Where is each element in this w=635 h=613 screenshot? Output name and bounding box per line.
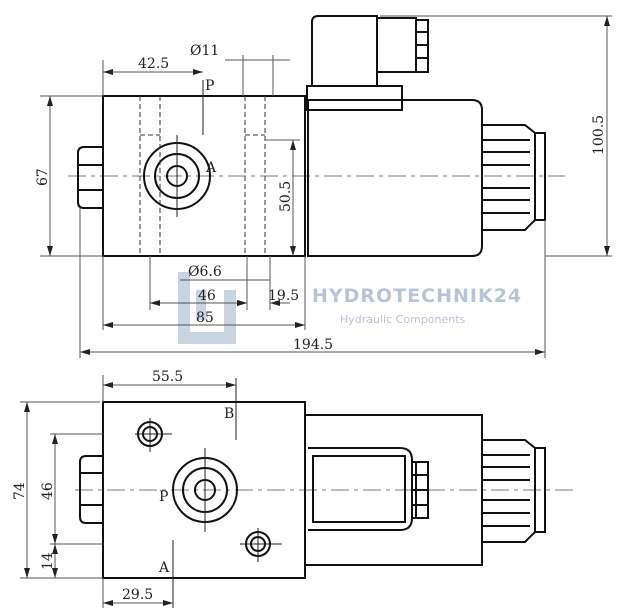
dim-194-5: 194.5 [293,337,333,353]
manual-override-knob [482,124,546,231]
dim-74: 74 [12,482,28,500]
watermark-tagline: Hydraulic Components [340,313,466,326]
manual-override-knob [482,439,546,543]
bottom-view: 55.5 B P A 74 46 14 29.5 [12,369,575,608]
top-view: 42.5 Ø11 P A 67 50.5 100.5 Ø6.6 46 19.5 … [35,15,612,358]
cable-gland [377,17,429,73]
dim-29-5: 29.5 [122,587,153,603]
dim-85: 85 [196,310,214,326]
hidden-bores [139,96,266,256]
solenoid-coil [305,414,483,566]
connector-plug [308,447,413,531]
mounting-hole-1 [135,418,172,452]
mounting-hole-2 [240,528,282,562]
connector-plug [311,15,378,86]
port-a-label: A [158,560,170,576]
dim-67: 67 [35,168,51,186]
valve-body [102,401,306,579]
dim-50-5: 50.5 [278,181,294,212]
solenoid-coil [307,99,483,257]
port-a-circles [143,135,211,217]
port-a-label: A [205,160,217,176]
dim-42-5: 42.5 [138,56,169,72]
cable-gland [412,461,429,519]
port-p-label: P [205,78,214,94]
dim-46: 46 [198,288,216,304]
dim-d6-6: Ø6.6 [188,264,222,280]
dim-46: 46 [40,482,56,500]
plug-nut [77,146,103,209]
dim-19-5: 19.5 [268,288,299,304]
watermark-logo [178,272,236,344]
connector-base [306,85,403,111]
port-p-label: P [159,489,168,505]
port-p-circles [172,448,238,532]
plug-nut [79,455,103,524]
watermark-brand: HYDROTECHNIK24 [312,285,522,307]
connector-inner [312,455,406,523]
dim-d11: Ø11 [190,43,219,59]
dim-14: 14 [40,552,56,570]
valve-body [102,95,306,257]
dim-55-5: 55.5 [152,369,183,385]
port-b-label: B [224,406,234,422]
dim-100-5: 100.5 [591,115,607,155]
